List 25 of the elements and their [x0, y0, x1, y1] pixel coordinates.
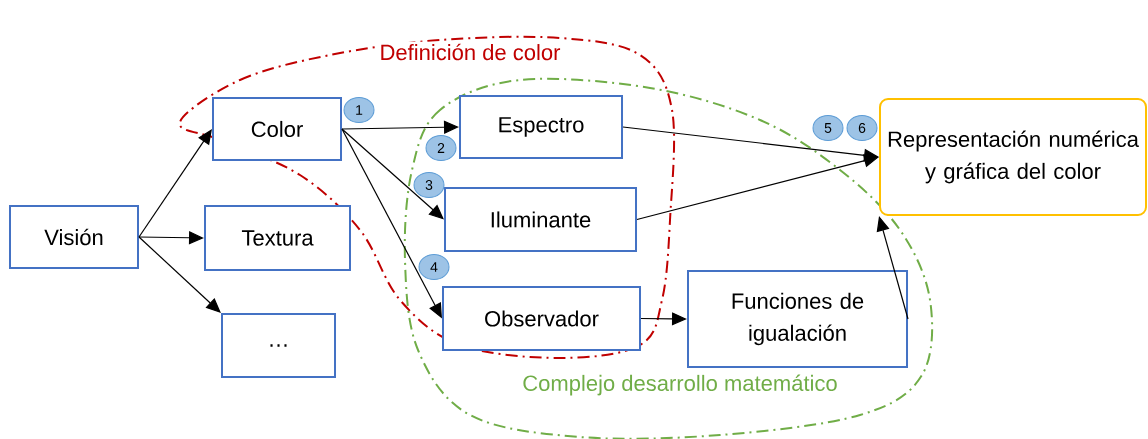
- process-box: Espectro: [459, 95, 623, 159]
- process-box: …: [221, 313, 336, 378]
- arrow: [640, 312, 687, 326]
- process-box: Color: [212, 97, 342, 161]
- arrow: [138, 236, 221, 313]
- region-label: Complejo desarrollo matemático: [520, 372, 840, 398]
- arrow: [341, 120, 459, 134]
- arrow: [876, 216, 909, 320]
- number-badge: 2: [425, 135, 457, 161]
- arrow: [138, 129, 212, 238]
- number-badge: 5: [812, 115, 844, 141]
- process-box: Funciones de igualación: [687, 270, 908, 368]
- result-box: Representación numérica y gráfica del color: [879, 98, 1147, 216]
- number-badge: 1: [343, 97, 375, 123]
- arrow: [138, 231, 204, 245]
- process-box: Visión: [9, 205, 139, 269]
- region-label: Definición de color: [377, 41, 563, 63]
- process-box: Iluminante: [444, 187, 637, 252]
- number-badge: 3: [413, 172, 445, 198]
- number-badge: 6: [846, 115, 878, 141]
- process-box: Observador: [442, 286, 641, 351]
- arrow: [636, 154, 879, 221]
- process-box: Textura: [204, 205, 351, 271]
- arrow: [341, 128, 444, 220]
- number-badge: 4: [418, 254, 450, 280]
